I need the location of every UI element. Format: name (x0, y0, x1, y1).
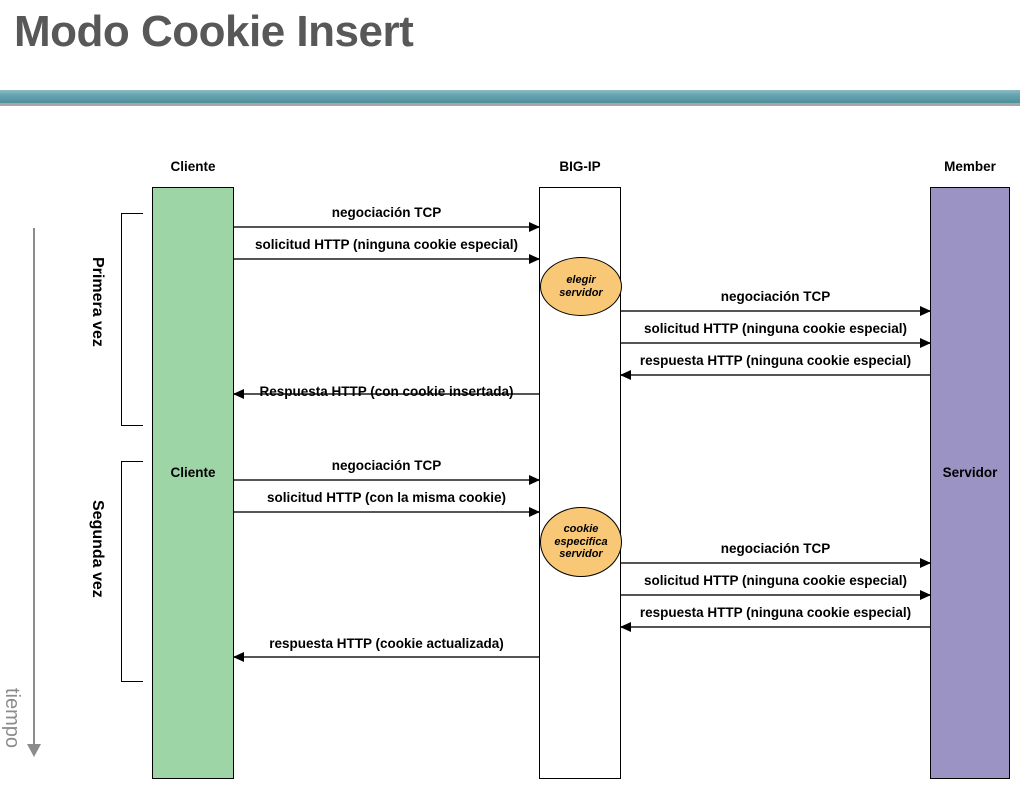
message-arrow (234, 507, 540, 517)
decision-line-2: especifica (554, 535, 608, 548)
message-arrow (233, 389, 539, 399)
message-label: negociación TCP (331, 458, 442, 473)
message-label: solicitud HTTP (con la misma cookie) (266, 490, 507, 505)
decision-elegir-servidor: elegir servidor (540, 257, 622, 316)
decision-line-3: servidor (559, 548, 603, 561)
lifeline-cliente (152, 187, 234, 779)
message-label: negociación TCP (720, 541, 831, 556)
time-axis-arrowhead-icon (27, 744, 41, 757)
message-label: Respuesta HTTP (con cookie insertada) (259, 384, 514, 399)
message-label: respuesta HTTP (ninguna cookie especial) (639, 605, 912, 620)
lifeline-label-cliente: Cliente (170, 465, 216, 480)
page-title: Modo Cookie Insert (14, 7, 414, 56)
message-label: solicitud HTTP (ninguna cookie especial) (254, 237, 519, 252)
message-label: negociación TCP (331, 205, 442, 220)
phase-bracket-segunda (121, 461, 143, 682)
message-arrow (620, 370, 930, 380)
message-label: solicitud HTTP (ninguna cookie especial) (643, 321, 908, 336)
title-divider-shadow (0, 103, 1020, 106)
decision-line-1: elegir (566, 274, 596, 286)
lifeline-member (930, 187, 1010, 779)
time-axis-label: tiempo (1, 688, 23, 749)
message-label: negociación TCP (720, 289, 831, 304)
message-label: respuesta HTTP (cookie actualizada) (269, 636, 504, 651)
message-arrow (234, 475, 540, 485)
message-arrow (621, 306, 931, 316)
phase-bracket-primera (121, 213, 143, 426)
decision-line-2: servidor (559, 286, 603, 299)
column-header-member: Member (944, 159, 996, 174)
message-arrow (621, 338, 931, 348)
column-header-bigip: BIG-IP (559, 159, 601, 174)
message-arrow (234, 222, 540, 232)
decision-line-1: cookie (563, 523, 599, 536)
message-label: respuesta HTTP (ninguna cookie especial) (639, 353, 912, 368)
column-header-cliente: Cliente (170, 159, 216, 174)
message-arrow (233, 652, 539, 662)
title-divider (0, 90, 1020, 103)
phase-label-segunda: Segunda vez (89, 500, 106, 598)
message-arrow (620, 622, 930, 632)
message-arrow (621, 558, 931, 568)
lifeline-label-servidor: Servidor (942, 465, 998, 480)
message-arrow (621, 590, 931, 600)
phase-label-primera: Primera vez (89, 257, 106, 347)
message-arrow (234, 254, 540, 264)
time-axis-line (33, 228, 35, 748)
message-label: solicitud HTTP (ninguna cookie especial) (643, 573, 908, 588)
decision-cookie-especifica-servidor: cookie especifica servidor (540, 507, 622, 577)
